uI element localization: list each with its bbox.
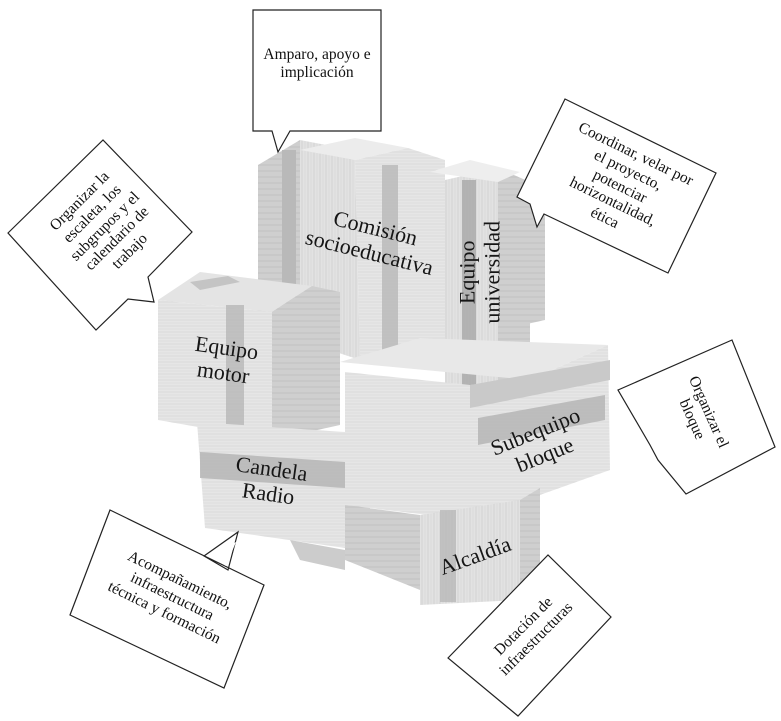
callout-amparo: Amparo, apoyo e implicación <box>253 46 381 82</box>
callout-bubble-escaleta <box>7 139 193 331</box>
callout-amparo-line2: implicación <box>280 63 354 81</box>
callout-bubble-bloque <box>617 339 776 495</box>
alcaldia-block <box>345 488 540 605</box>
bottom-left-block <box>290 540 345 570</box>
callout-tail-fill <box>210 542 236 566</box>
right-back-block <box>500 200 545 330</box>
callout-bubble-coordinar <box>516 98 717 274</box>
callout-bubble-amparo <box>252 9 382 154</box>
subequipo-block <box>340 338 610 520</box>
motor-block <box>158 272 340 440</box>
callout-amparo-line1: Amparo, apoyo e <box>263 46 371 63</box>
label-universidad: Equipo universidad <box>455 217 506 327</box>
label-universidad-line2: universidad <box>480 220 505 324</box>
callout-bubble-dotacion <box>447 554 612 717</box>
label-universidad-line1: Equipo <box>454 240 480 305</box>
